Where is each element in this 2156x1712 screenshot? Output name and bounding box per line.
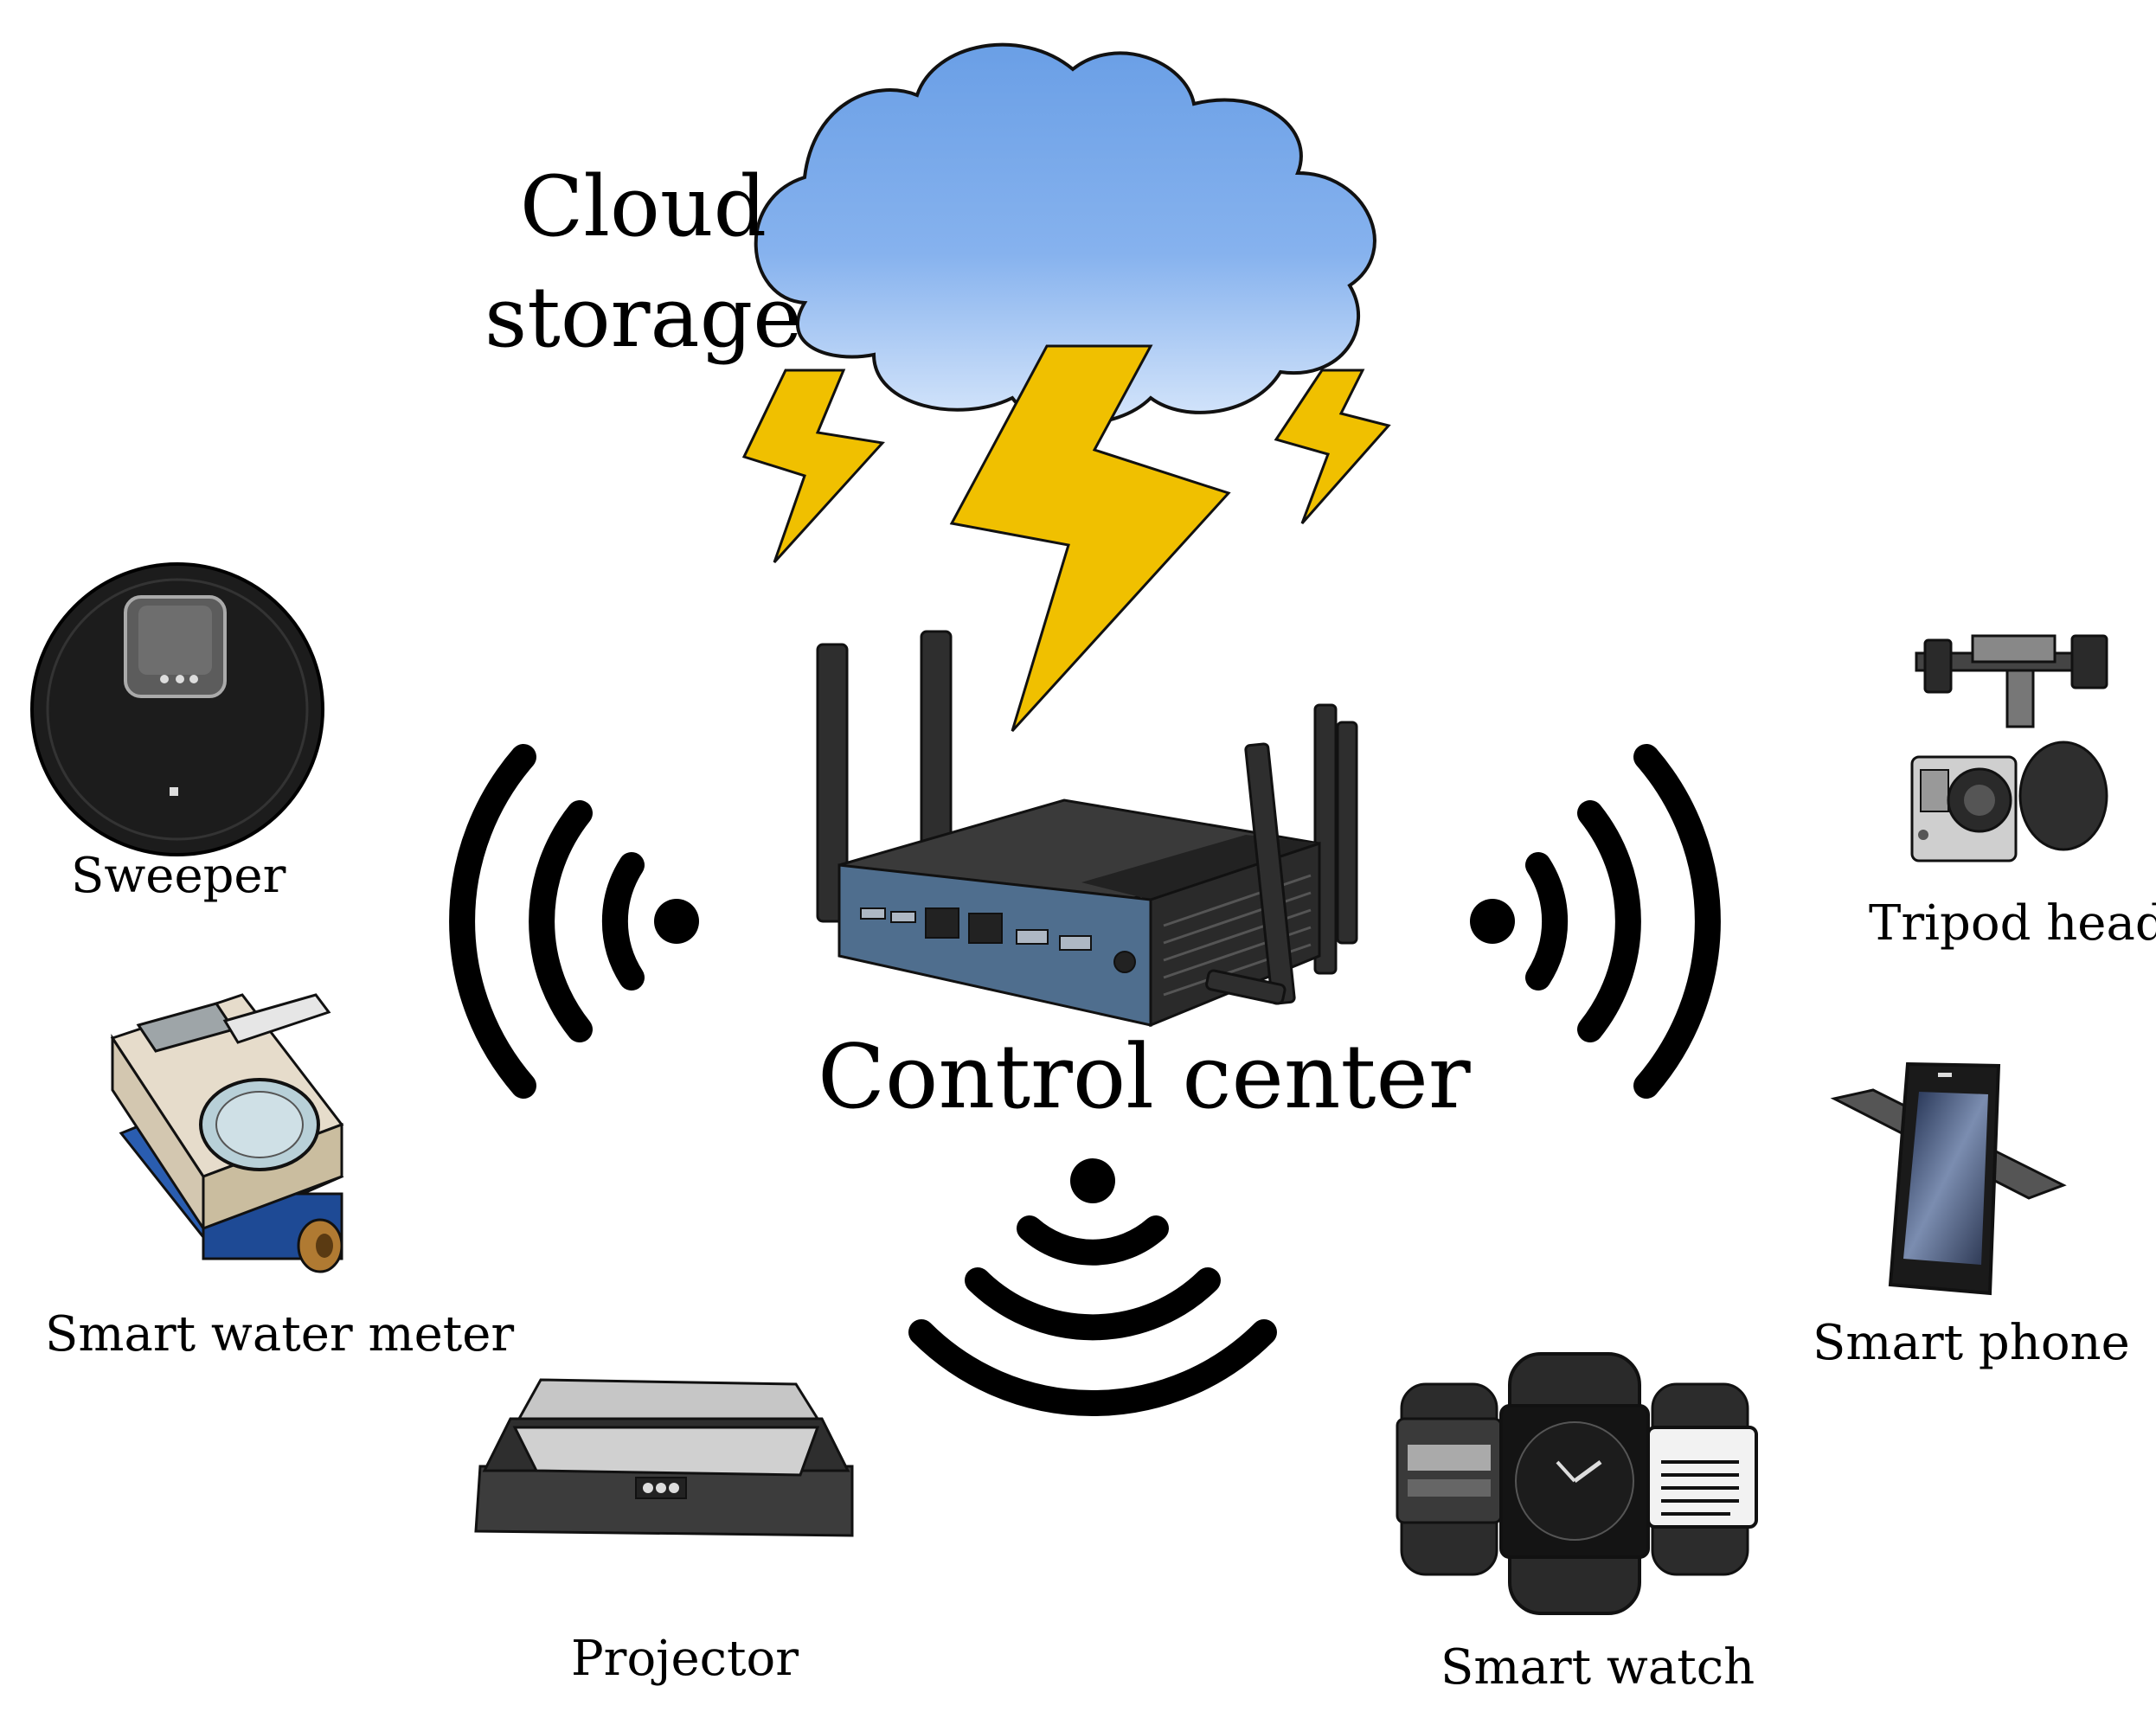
- cloud-label-line1: Cloud: [519, 158, 767, 255]
- lightning-bolt-left: [741, 369, 885, 564]
- wifi-right-icon: [1470, 744, 1721, 1099]
- water-meter-icon: [110, 993, 344, 1273]
- cloud-icon: [754, 42, 1376, 426]
- sweeper-label: Sweeper: [71, 848, 286, 904]
- water-meter-label: Smart water meter: [45, 1306, 515, 1363]
- sweeper-icon: [30, 562, 324, 856]
- projector-icon: [474, 1378, 854, 1537]
- smart-phone-label: Smart phone: [1813, 1315, 2130, 1371]
- wifi-bottom-icon: [908, 1158, 1277, 1417]
- smart-watch-label: Smart watch: [1441, 1639, 1755, 1696]
- cloud-storage-label: Cloud storage: [484, 151, 802, 373]
- tripod-head-icon: [1910, 634, 2108, 862]
- lightning-icons: [741, 344, 1391, 733]
- control-center-label: Control center: [818, 1026, 1471, 1129]
- wifi-left-icon: [449, 744, 699, 1099]
- lightning-bolt-large: [949, 344, 1231, 733]
- lightning-bolt-right: [1274, 369, 1391, 524]
- tripod-head-label: Tripod head: [1869, 895, 2156, 952]
- cloud-label-line2: storage: [484, 269, 803, 366]
- smart-phone-icon: [1830, 1061, 2067, 1296]
- smart-watch-icon: [1396, 1352, 1758, 1615]
- projector-label: Projector: [571, 1631, 799, 1687]
- router-icon: [816, 630, 1358, 1028]
